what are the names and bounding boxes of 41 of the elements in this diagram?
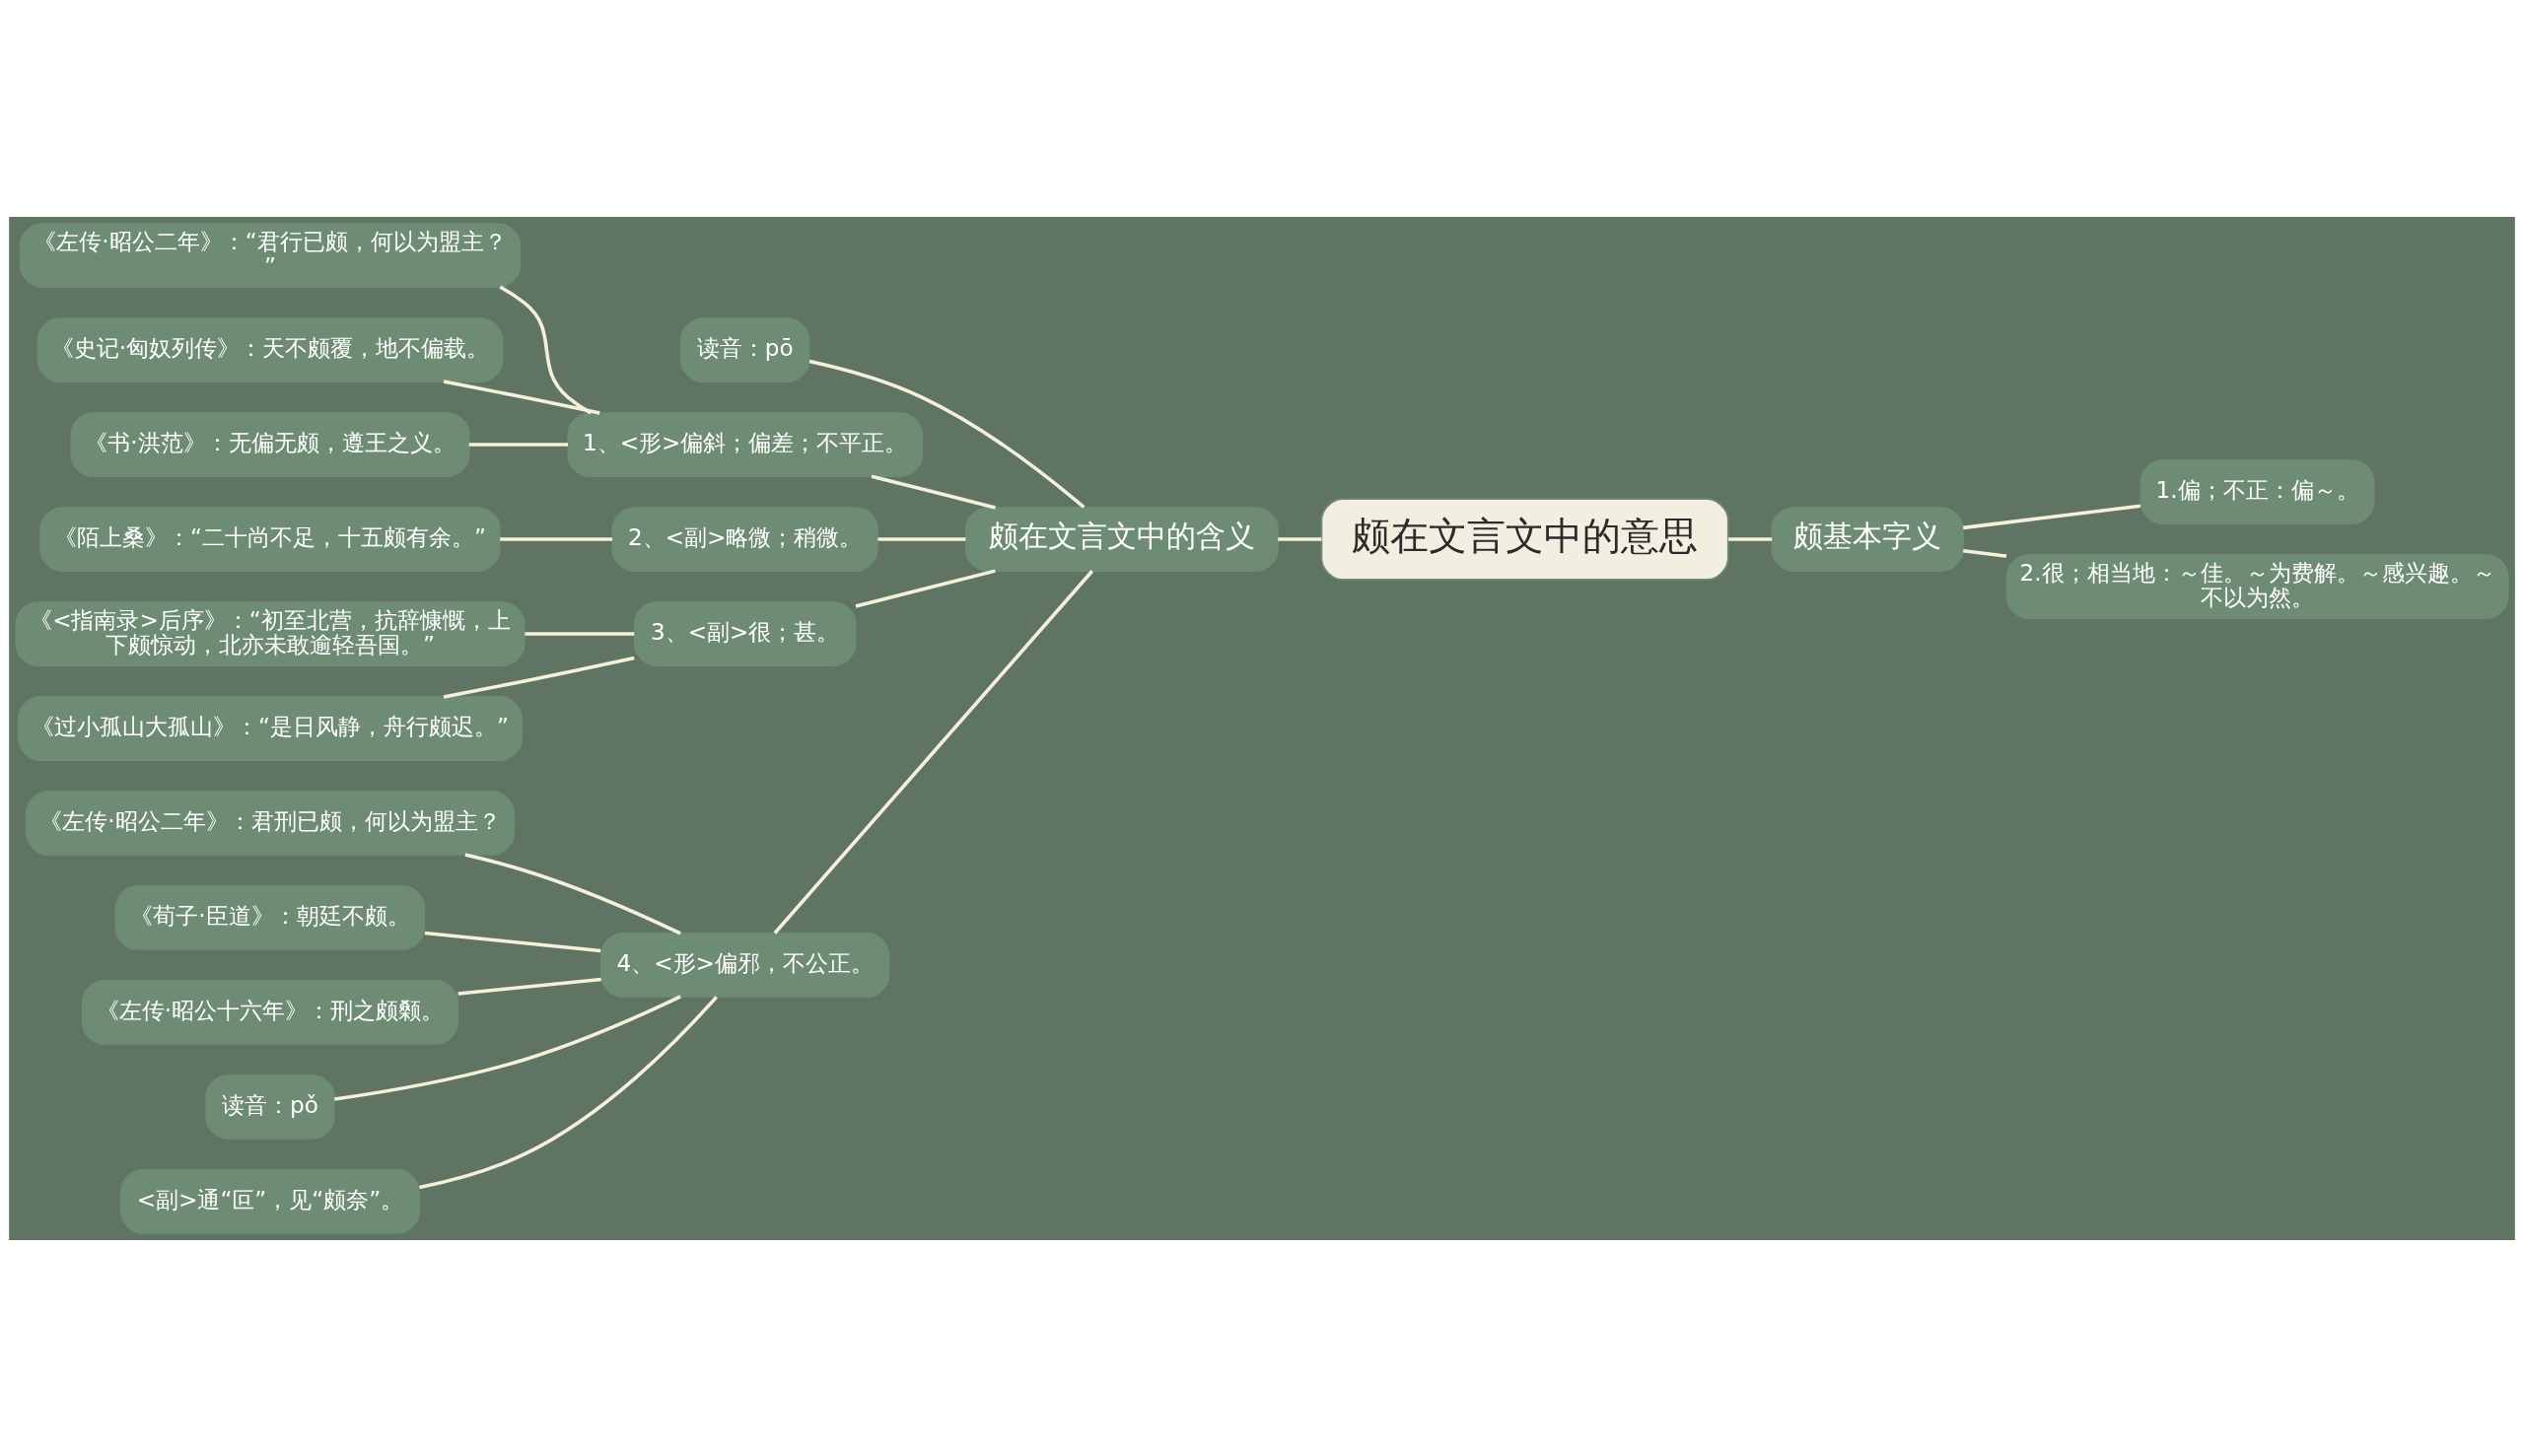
node-box: 《史记·匈奴列传》：天不颇覆，地不偏载。 — [36, 316, 504, 382]
node-box: 《荀子·臣道》：朝廷不颇。 — [114, 884, 426, 950]
connector — [808, 359, 1086, 509]
connector — [500, 536, 613, 541]
node-box: 颇在文言文中的含义 — [964, 506, 1279, 572]
node-box: 《左传·昭公二年》：君刑已颇，何以为盟主？ — [26, 790, 515, 856]
node-box: 《左传·昭公二年》：“君行已颇，何以为盟主？” — [19, 222, 522, 288]
connector — [468, 442, 568, 447]
connector — [464, 852, 681, 936]
connector — [773, 569, 1094, 935]
node-box: 读音：pō — [679, 316, 810, 382]
connector — [419, 995, 718, 1189]
connector — [443, 656, 635, 699]
connector — [457, 977, 601, 996]
node-box: 3、<副>很；甚。 — [633, 600, 857, 666]
connector — [443, 379, 600, 415]
node-box: 1、<形>偏斜；偏差；不平正。 — [567, 411, 924, 477]
connector — [424, 931, 601, 952]
node-box: 《陌上桑》：“二十尚不足，十五颇有余。” — [39, 506, 501, 572]
connector — [1278, 536, 1322, 541]
connector — [871, 473, 996, 510]
node-box: 1.偏；不正：偏～。 — [2139, 458, 2375, 524]
node-box: 《左传·昭公十六年》：刑之颇颡。 — [81, 979, 459, 1045]
connector — [525, 631, 635, 636]
node-box: 2.很；相当地：～佳。～为费解。～感兴趣。～不以为然。 — [2005, 553, 2509, 619]
node-box: 颇基本字义 — [1771, 506, 1964, 572]
connector — [1963, 548, 2007, 558]
node-box: 4、<形>偏邪，不公正。 — [600, 932, 890, 998]
connector — [334, 994, 681, 1101]
node-box: 《书·洪范》：无偏无颇，遵王之义。 — [70, 411, 470, 477]
connector — [855, 568, 996, 608]
node-box: <副>通“叵”，见“颇奈”。 — [120, 1168, 420, 1234]
node-box: 颇在文言文中的意思 — [1320, 497, 1729, 581]
connector — [1963, 504, 2141, 529]
connector — [877, 536, 966, 541]
node-box: 2、<副>略微；稍微。 — [611, 506, 878, 572]
connector — [1727, 536, 1773, 541]
connector — [499, 285, 593, 414]
node-box: 读音：pǒ — [205, 1074, 335, 1140]
node-box: 《<指南录>后序》：“初至北营，抗辞慷慨，上下颇惊动，北亦未敢逾轻吾国。” — [15, 600, 526, 666]
node-box: 《过小孤山大孤山》：“是日风静，舟行颇迟。” — [18, 695, 523, 761]
